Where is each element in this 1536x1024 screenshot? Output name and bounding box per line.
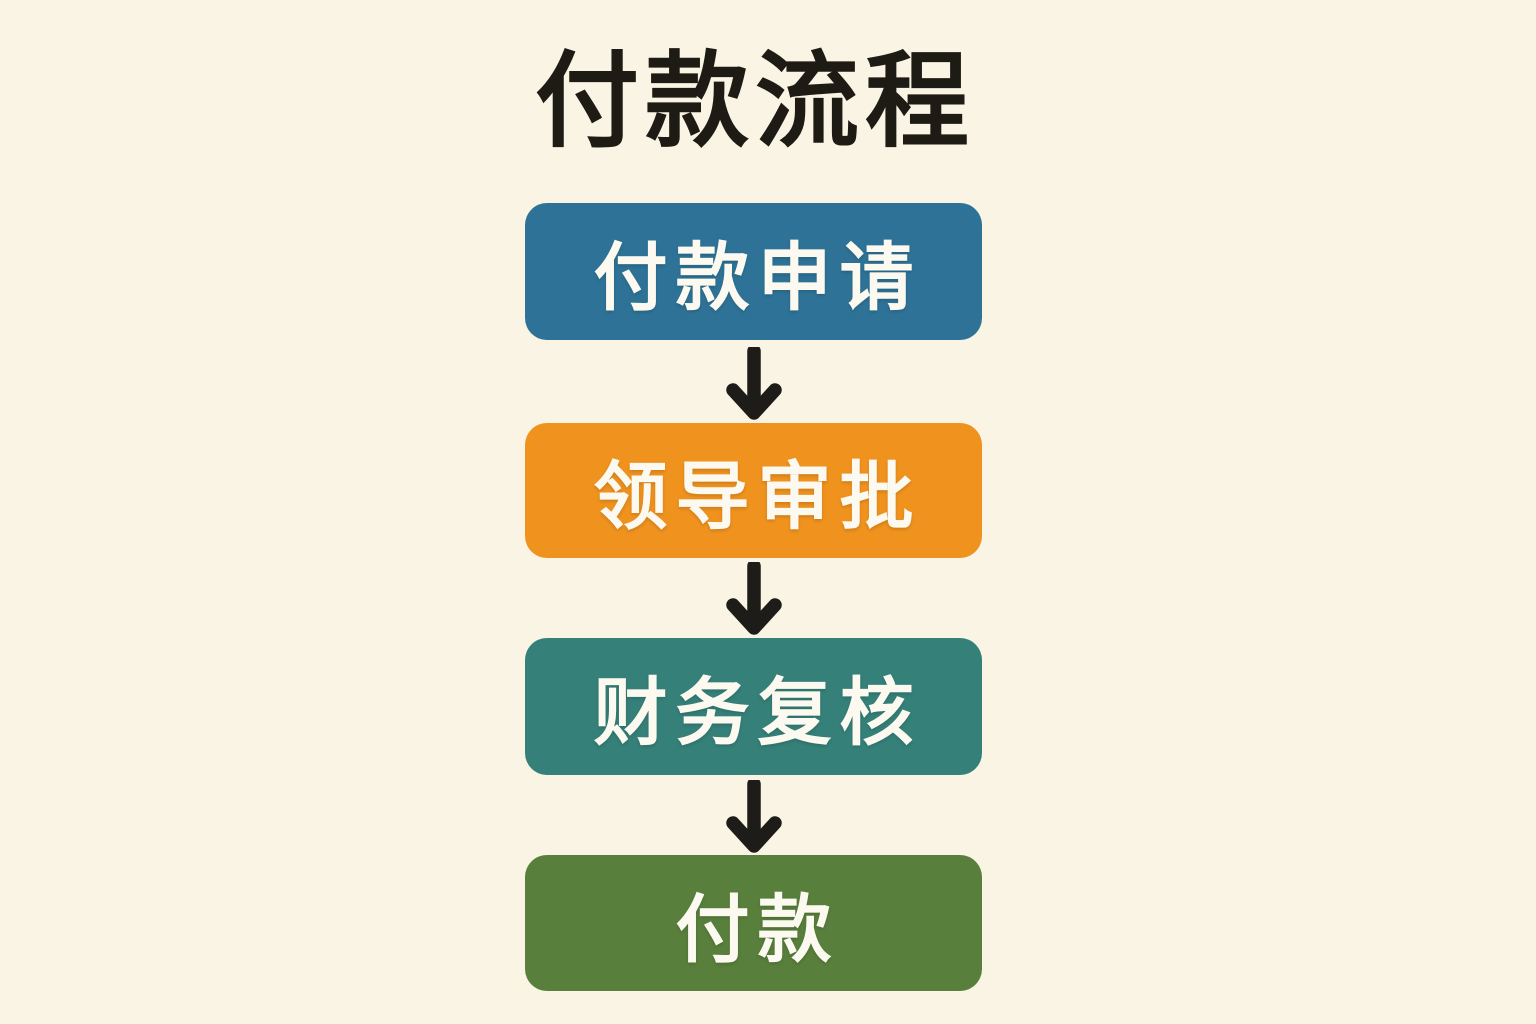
page-title: 付款流程 [534,44,975,160]
arrow-down-icon [712,562,796,636]
arrow-down-icon [712,347,796,421]
arrow-down-icon [712,780,796,854]
flow-step-leader-approval: 领导审批 [525,423,982,558]
flow-step-payment-request-label: 付款申请 [593,236,922,319]
flow-step-finance-review: 财务复核 [525,638,982,775]
flow-step-payment-request: 付款申请 [525,203,982,340]
flow-step-payment: 付款 [525,855,982,991]
flow-step-finance-review-label: 财务复核 [593,671,922,754]
flow-step-leader-approval-label: 领导审批 [593,455,922,538]
flow-step-payment-label: 付款 [675,887,840,971]
